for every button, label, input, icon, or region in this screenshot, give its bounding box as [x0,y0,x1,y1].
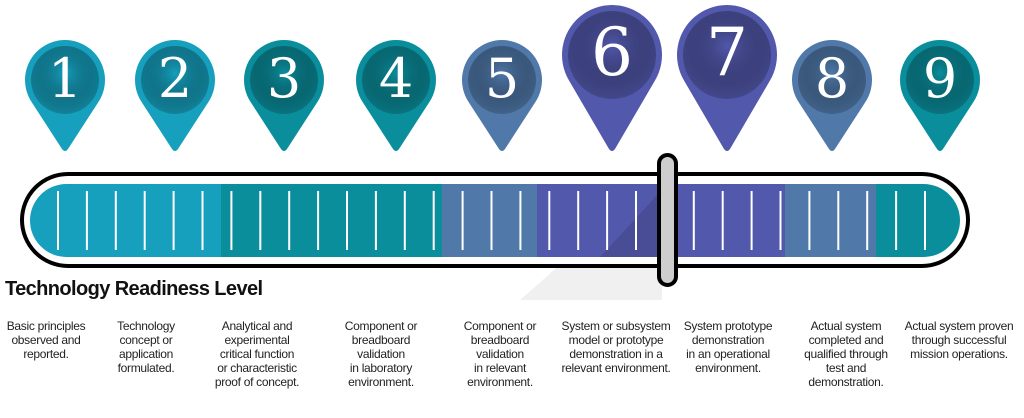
map-pin-icon [244,40,324,151]
bar-segment [30,184,221,257]
level-pin-3: 3 [242,0,326,154]
level-description-4: Component or breadboard validation in la… [344,319,418,389]
level-pin-2: 2 [133,0,217,154]
level-pin-7: 7 [675,0,779,154]
level-number: 9 [922,47,958,110]
diagram-title: Technology Readiness Level [5,278,263,300]
level-number: 2 [157,47,193,110]
bar-shadow [600,190,662,257]
level-number: 7 [706,14,748,91]
map-pin-icon [792,40,872,151]
level-number: 3 [266,47,302,110]
slider-knob[interactable] [657,153,678,287]
bar-segment [442,184,537,257]
level-number: 6 [591,14,633,91]
map-pin-icon [25,40,105,151]
map-pin-icon [677,4,777,151]
level-number: 1 [47,47,83,110]
level-number: 5 [484,47,520,110]
level-description-3: Analytical and experimental critical fun… [214,319,300,389]
level-pin-5: 5 [460,0,544,154]
level-description-2: Technology concept or application formul… [117,319,175,375]
map-pin-icon [356,40,436,151]
map-pin-icon [900,40,980,151]
bar-segment [785,184,876,257]
level-pin-1: 1 [23,0,107,154]
level-description-1: Basic principles observed and reported. [6,319,86,361]
level-pin-8: 8 [790,0,874,154]
map-pin-icon [135,40,215,151]
level-description-9: Actual system proven through successful … [904,319,1014,361]
level-number: 4 [378,47,414,110]
level-number: 8 [814,47,850,110]
map-pin-icon [562,4,662,151]
bar-segment [221,184,442,257]
level-pin-4: 4 [354,0,438,154]
level-description-6: System or subsystem model or prototype d… [561,319,671,375]
level-description-5: Component or breadboard validation in re… [463,319,537,389]
level-pin-6: 6 [560,0,664,154]
bar-segment [876,184,960,257]
level-description-7: System prototype demonstration in an ope… [683,319,773,375]
level-pin-9: 9 [898,0,982,154]
level-description-8: Actual system completed and qualified th… [804,319,888,389]
map-pin-icon [462,40,542,151]
readiness-bar [20,153,970,300]
